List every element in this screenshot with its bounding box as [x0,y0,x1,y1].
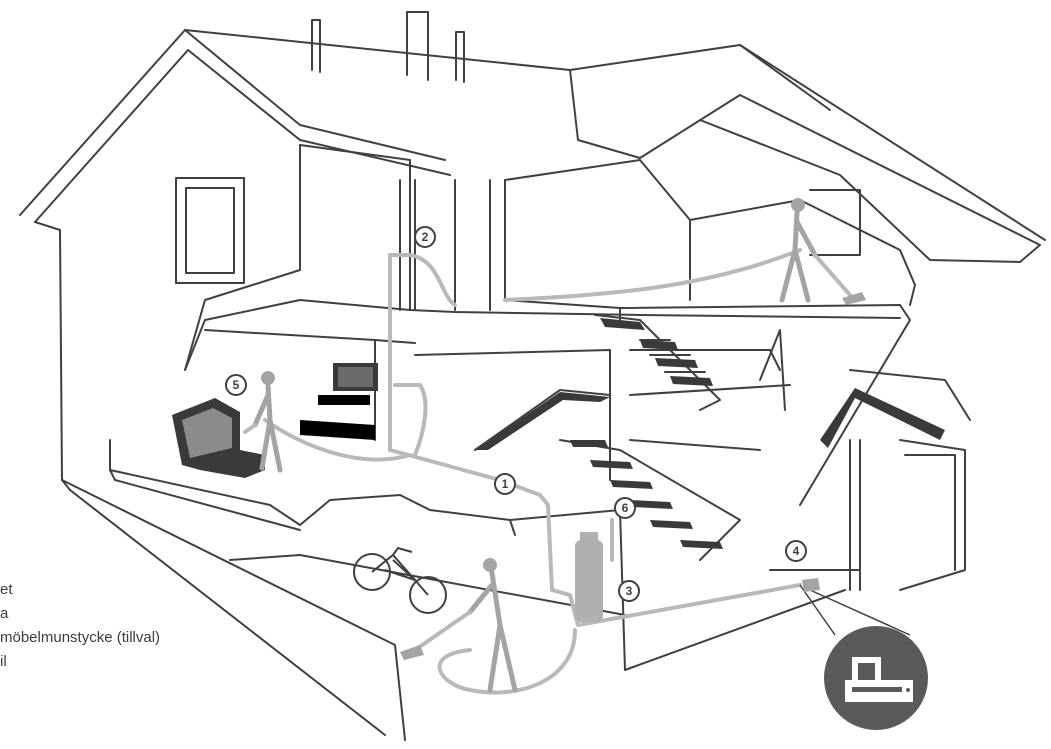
marker-4: 4 [785,540,807,562]
floor-nozzle [842,292,866,305]
wand [243,423,257,434]
wand [813,253,852,297]
person-vacuuming-icon [252,371,283,473]
legend-line-1: et [0,581,13,598]
person-vacuuming-icon [467,558,518,693]
svg-text:5: 5 [233,378,240,392]
television-icon [333,363,378,391]
bicycle-icon [353,546,447,614]
vacuum-pipe-network [263,248,802,695]
svg-text:2: 2 [422,230,429,244]
legend-line-2: a [0,605,9,622]
marker-6: 6 [614,497,636,519]
armchair-icon [172,398,265,478]
floor-nozzle [400,645,424,660]
legend-line-4: il [0,653,7,670]
marker-1: 1 [494,473,516,495]
legend-line-3: möbelmunstycke (tillval) [0,629,161,646]
house-outline [19,11,1046,741]
vacuum-outlet-icon [802,578,820,592]
svg-text:6: 6 [622,501,629,515]
marker-5: 5 [225,374,247,396]
legend: et a möbelmunstycke (tillval) il [0,578,160,674]
wand [413,610,472,652]
person-vacuuming-icon [779,198,818,303]
stair-treads [475,318,723,549]
vacuum-outlet-detail [799,584,928,730]
svg-text:4: 4 [793,544,800,558]
svg-text:1: 1 [502,477,509,491]
tv-cabinet [300,420,375,440]
marker-3: 3 [618,580,640,602]
central-vacuum-unit-icon [575,532,603,622]
svg-text:3: 3 [626,584,633,598]
tv-console [318,395,370,405]
annex-roof [820,388,945,448]
marker-2: 2 [414,226,436,248]
